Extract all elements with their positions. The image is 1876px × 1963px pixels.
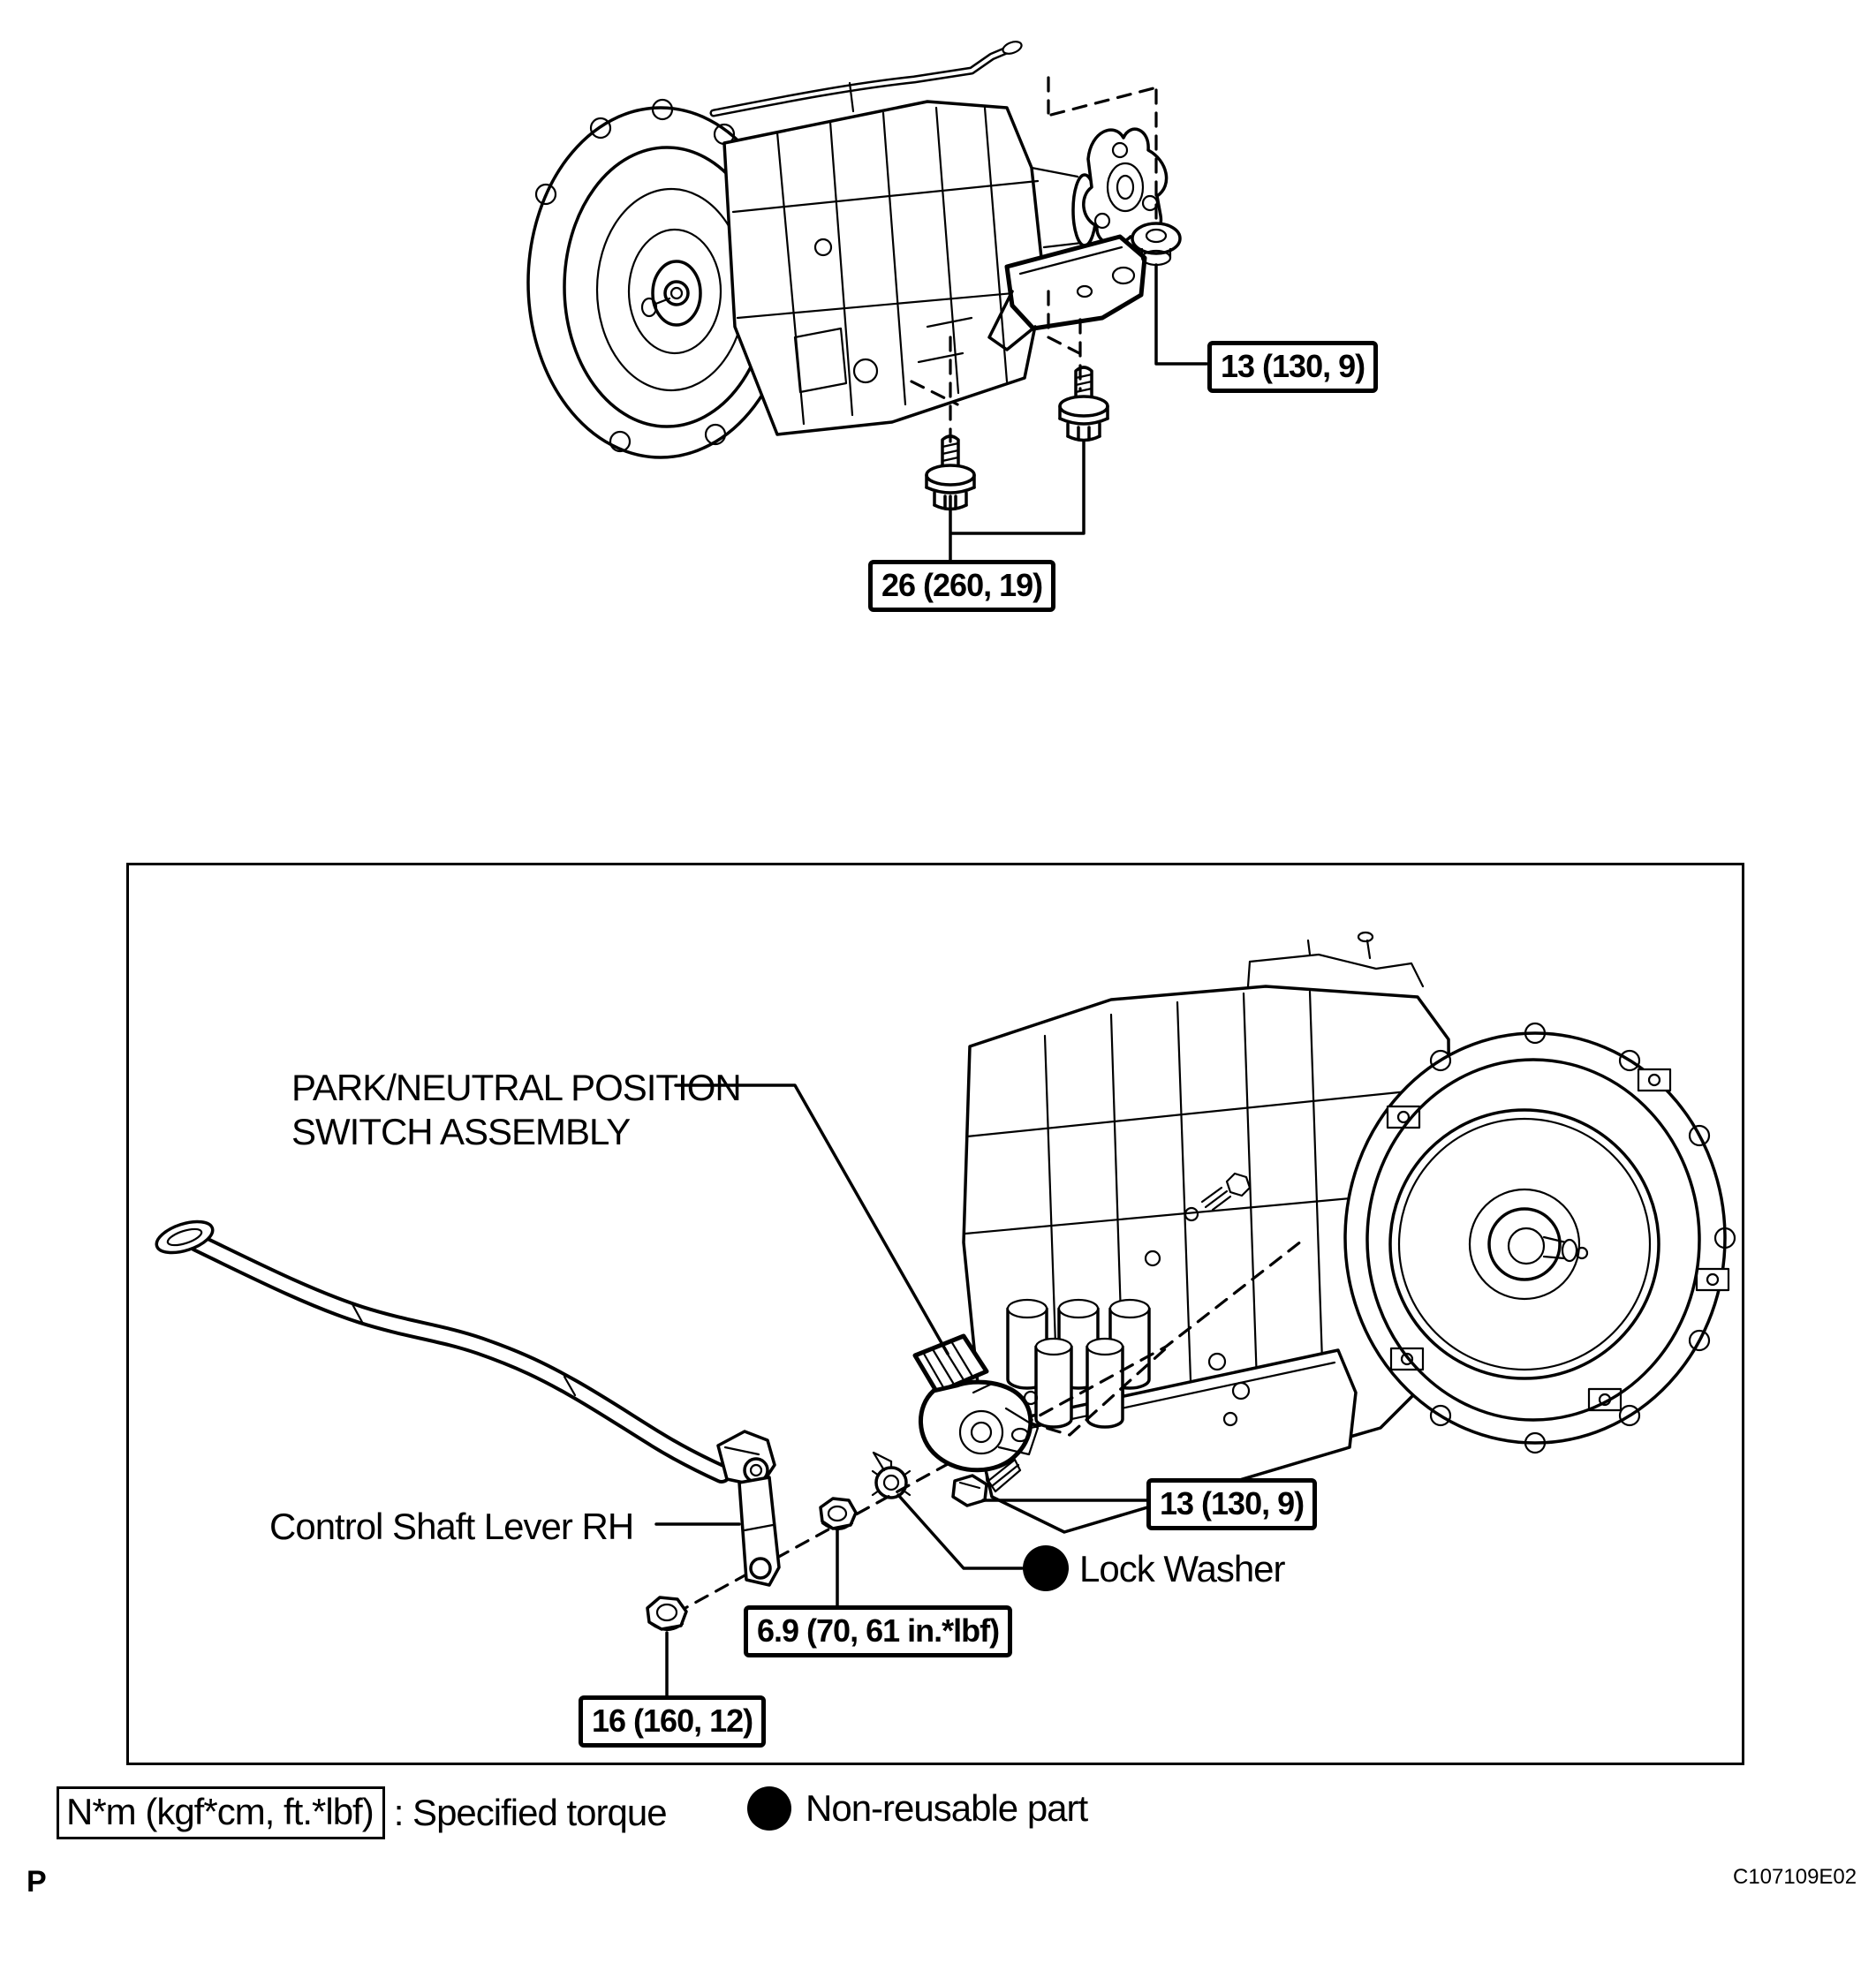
figure-border-box [126, 863, 1744, 1765]
non-reusable-dot-icon [747, 1786, 791, 1831]
non-reusable-dot [1023, 1545, 1069, 1591]
solenoids [1006, 1298, 1251, 1429]
leader-lines-2 [654, 1083, 1148, 1699]
lever-nut [646, 1596, 688, 1632]
torque-desc-label: : Specified torque [393, 1792, 668, 1834]
torque-label-lever-nut: 16 (160, 12) [579, 1695, 767, 1748]
support-bracket [987, 234, 1147, 351]
torque-unit-box: N*m (kgf*cm, ft.*lbf) [57, 1786, 385, 1839]
mount-bolt-right [1058, 366, 1109, 442]
legend-torque: N*m (kgf*cm, ft.*lbf) : Specified torque [57, 1786, 668, 1839]
top-figure-drawing [526, 41, 1208, 563]
transmission-case [722, 100, 1046, 436]
lock-washer-part [871, 1451, 912, 1499]
legend-non-reusable: Non-reusable part [747, 1786, 1088, 1831]
assembly-dashed-lines [910, 76, 1158, 443]
leader-lines [949, 263, 1208, 563]
torque-label-adjust-nut: 6.9 (70, 61 in.*lbf) [744, 1605, 1013, 1657]
breather-tube [709, 41, 1023, 117]
page-letter: P [26, 1865, 47, 1899]
non-reusable-label: Non-reusable part [806, 1787, 1088, 1830]
adjust-nut [819, 1497, 858, 1531]
park-neutral-switch [912, 1333, 1040, 1473]
switch-assembly-label: PARK/NEUTRAL POSITION SWITCH ASSEMBLY [291, 1066, 742, 1153]
torque-label-bracket-bolt: 13 (130, 9) [1207, 341, 1379, 393]
switch-assembly-label-line1: PARK/NEUTRAL POSITION [291, 1067, 742, 1108]
figure-code: C107109E02 [1733, 1865, 1857, 1889]
control-shaft-lever [155, 1219, 781, 1587]
torque-label-switch-bolt: 13 (130, 9) [1146, 1478, 1318, 1530]
bottom-figure-drawing [155, 931, 1736, 1699]
switch-assembly-label-line2: SWITCH ASSEMBLY [291, 1110, 631, 1152]
bell-housing-2 [1343, 1022, 1736, 1454]
control-lever-label: Control Shaft Lever RH [269, 1506, 634, 1547]
lock-washer-label: Lock Washer [1079, 1548, 1286, 1589]
torque-label-mount-bolts: 26 (260, 19) [868, 560, 1056, 612]
switch-mount-stud [1144, 1172, 1252, 1267]
